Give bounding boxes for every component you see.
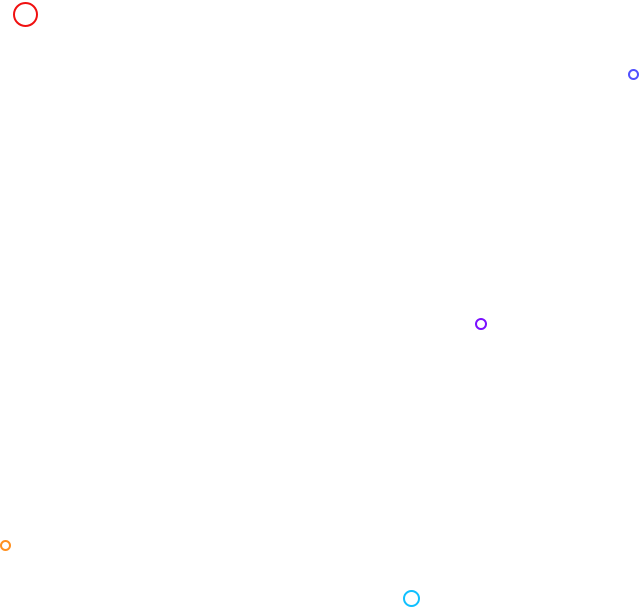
red-circle-marker: [13, 2, 38, 27]
blue-circle-marker: [628, 69, 639, 80]
purple-circle-marker: [475, 318, 487, 330]
orange-circle-marker: [0, 540, 11, 551]
cyan-circle-marker: [403, 590, 420, 607]
